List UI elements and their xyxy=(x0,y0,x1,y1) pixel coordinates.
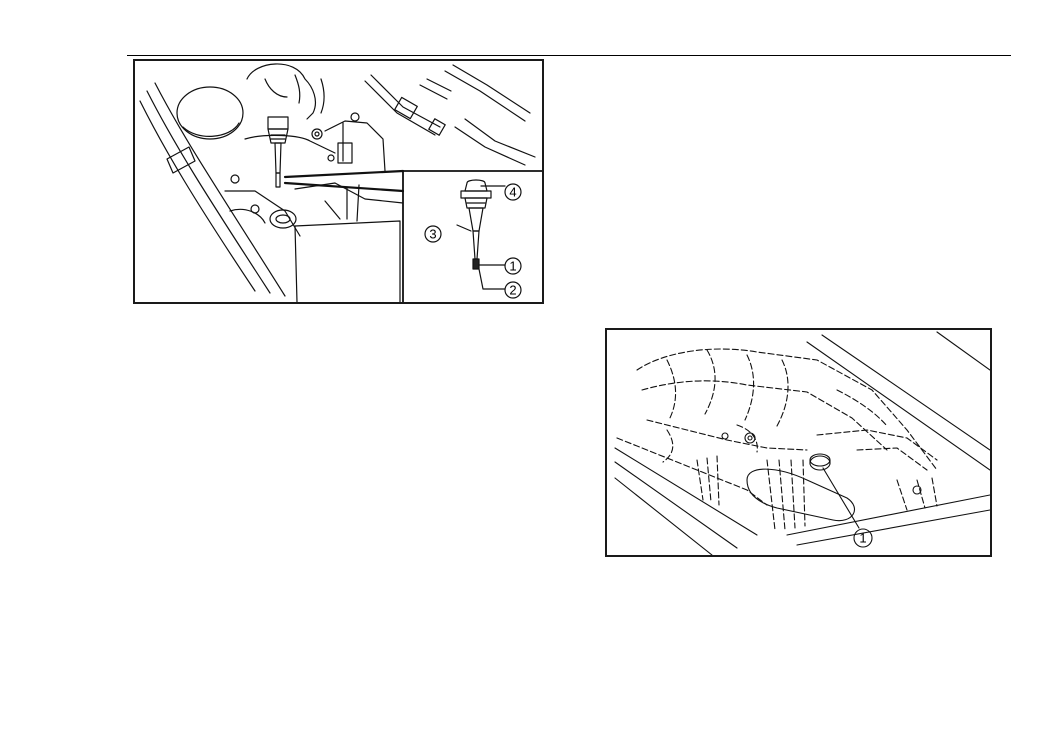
callout-3: 3 xyxy=(429,227,436,242)
dipstick-illustration: 4 3 1 2 xyxy=(135,61,542,302)
callout-2: 2 xyxy=(509,283,516,298)
callout-1: 1 xyxy=(859,531,866,546)
header-rule xyxy=(127,55,1011,56)
drain-plug-figure: 1 xyxy=(605,328,992,557)
drain-plug-illustration: 1 xyxy=(607,330,990,555)
callout-1: 1 xyxy=(509,259,516,274)
dipstick-figure: 4 3 1 2 xyxy=(133,59,544,304)
callout-4: 4 xyxy=(509,185,516,200)
